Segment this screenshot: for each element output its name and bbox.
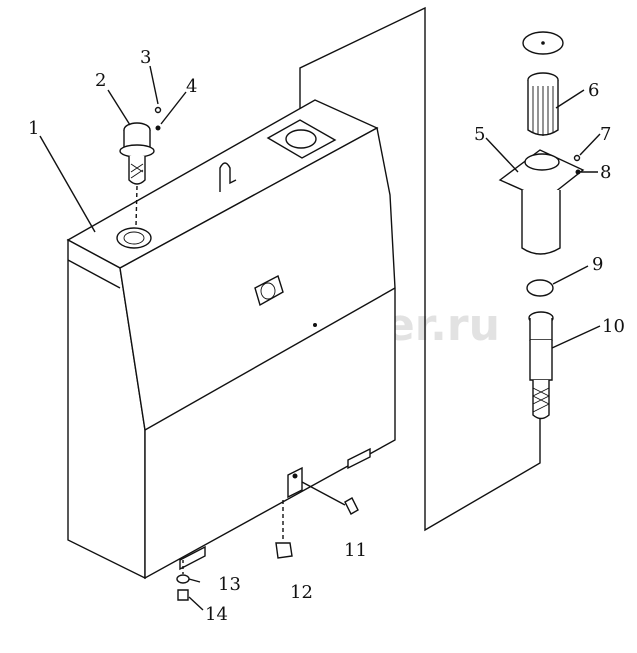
fill-opening	[116, 227, 152, 249]
filter-element-pleats	[532, 86, 554, 136]
leader-7	[579, 133, 601, 156]
washer-8	[575, 169, 581, 175]
leader-4	[160, 91, 187, 125]
leader-10	[551, 325, 601, 349]
callout-1: 1	[28, 118, 39, 139]
callout-4: 4	[186, 76, 197, 97]
suction-strainer-tube	[529, 340, 553, 381]
fill-opening-inner	[123, 231, 145, 245]
suction-strainer-collar	[529, 318, 553, 341]
plug-12	[275, 542, 293, 559]
callout-8: 8	[600, 162, 611, 183]
tank-side-face	[119, 126, 396, 580]
callout-9: 9	[592, 254, 603, 275]
callout-12: 12	[290, 582, 313, 603]
inspection-port-hole	[260, 282, 276, 300]
fuel-tank	[66, 99, 396, 580]
drain-plug-11	[344, 497, 359, 515]
callout-3: 3	[140, 47, 151, 68]
tank-rivet	[313, 323, 317, 327]
suction-strainer	[528, 311, 554, 420]
inspection-port	[254, 274, 284, 307]
bolt-3	[154, 106, 162, 114]
leader-3	[149, 65, 159, 105]
top-flange	[266, 119, 337, 159]
tank-seam	[144, 287, 396, 431]
top-flange-opening	[285, 129, 317, 149]
callout-7: 7	[600, 124, 611, 145]
leader-6	[555, 89, 585, 109]
suction-strainer-weave	[532, 387, 550, 413]
tank-foot-right	[347, 447, 371, 470]
o-ring-9	[526, 279, 554, 297]
filter-cover-bolt	[541, 41, 545, 45]
filler-cap-assembly	[119, 106, 162, 227]
plug-14	[177, 589, 189, 601]
leader-lines	[39, 65, 601, 611]
drain-leader-11	[301, 481, 346, 506]
leader-9	[552, 265, 589, 285]
filter-housing-body	[521, 190, 561, 255]
callout-11: 11	[344, 540, 367, 561]
washer-4	[155, 125, 161, 131]
filler-cap-flange	[119, 144, 155, 158]
leader-14	[188, 596, 204, 611]
leader-13	[188, 578, 201, 583]
callout-2: 2	[95, 70, 106, 91]
leader-1	[39, 135, 96, 233]
return-line	[299, 6, 541, 532]
suction-strainer-mesh	[532, 380, 550, 420]
lifting-hook	[219, 162, 237, 192]
tank-foot-left	[179, 545, 206, 571]
callout-14: 14	[205, 604, 228, 625]
bolt-7	[573, 154, 581, 162]
drain-boss	[287, 466, 303, 499]
callout-13: 13	[218, 574, 241, 595]
callout-5: 5	[474, 124, 485, 145]
callout-10: 10	[602, 316, 625, 337]
leader-2	[107, 89, 131, 126]
strainer-mesh	[130, 163, 144, 179]
callouts: 1 2 3 4 5 6 7 8 9 10 11 12 13 14	[28, 47, 625, 625]
filter-housing-mouth	[524, 153, 560, 171]
callout-6: 6	[588, 80, 599, 101]
tank-edge-line	[67, 259, 121, 289]
washer-13	[176, 574, 190, 584]
filter-assembly	[498, 31, 585, 255]
drain-boss-hole	[292, 473, 298, 479]
leader-5	[485, 137, 519, 173]
